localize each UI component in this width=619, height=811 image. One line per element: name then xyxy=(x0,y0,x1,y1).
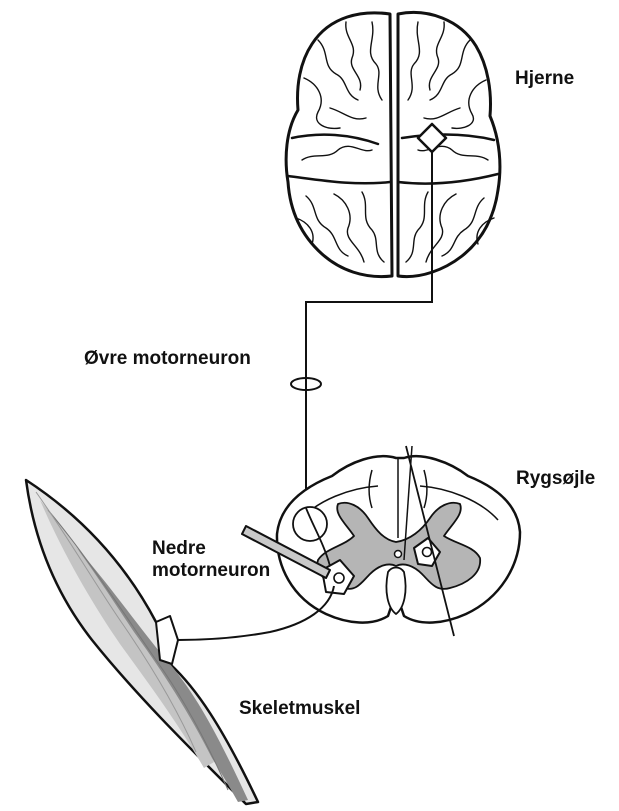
lateral-fissure-left xyxy=(286,174,392,185)
neuromuscular-junction xyxy=(155,615,179,665)
central-sulcus-right xyxy=(400,133,496,142)
gray-matter xyxy=(316,501,481,590)
motor-cortex-marker xyxy=(416,122,448,154)
muscle-fiber-line-2 xyxy=(35,491,197,753)
muscle-fiber-light xyxy=(47,509,229,791)
brain-illustration xyxy=(284,11,502,279)
gyri-left xyxy=(295,21,385,263)
label-spinal-cord: Rygsøjle xyxy=(516,468,596,489)
ventral-median-fissure xyxy=(385,566,407,615)
dorsal-root-left xyxy=(368,469,373,509)
central-sulcus-left xyxy=(290,133,380,146)
lower-motor-neuron-cell-body xyxy=(321,559,355,595)
right-horn-neuron xyxy=(413,537,441,567)
label-skeletal-muscle: Skeletmuskel xyxy=(239,698,361,719)
label-lower-motor-neuron-line1: Nedre xyxy=(152,538,206,559)
gyri-right xyxy=(405,21,495,263)
sensory-fiber-line-2 xyxy=(403,445,413,561)
central-canal xyxy=(393,549,403,559)
lateral-corticospinal-tract xyxy=(292,506,328,542)
upper-motor-neuron-ring xyxy=(290,377,322,391)
spinal-cord-cross-section xyxy=(241,445,522,637)
upper-motor-neuron-path xyxy=(290,152,433,508)
lower-motor-neuron-axon xyxy=(177,585,335,641)
upper-motor-neuron-axon xyxy=(305,152,433,508)
ventral-root-bar xyxy=(241,525,331,579)
label-brain: Hjerne xyxy=(515,68,575,89)
label-upper-motor-neuron: Øvre motorneuron xyxy=(84,348,251,369)
brain-left-hemisphere xyxy=(284,11,394,279)
upper-motor-neuron-synapse xyxy=(305,507,331,567)
label-lower-motor-neuron: Nedre motorneuron xyxy=(152,538,270,582)
sensory-fiber-line xyxy=(405,445,455,637)
label-lower-motor-neuron-line2: motorneuron xyxy=(152,559,271,581)
brain-right-hemisphere xyxy=(396,11,502,279)
skeletal-muscle-illustration xyxy=(24,478,260,806)
lateral-fissure-right xyxy=(396,172,500,185)
dorsal-root-right xyxy=(423,469,428,509)
